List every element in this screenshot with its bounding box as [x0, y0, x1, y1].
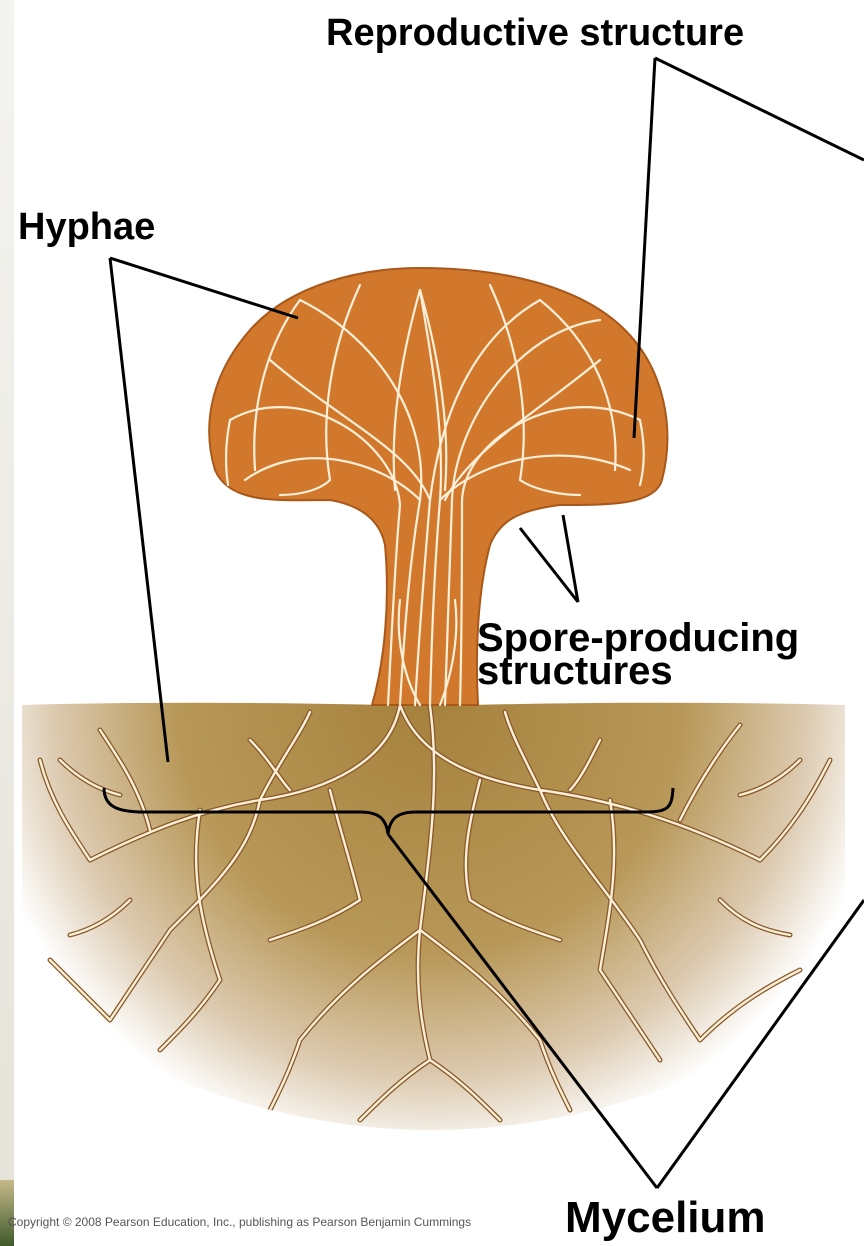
spore-producing-label-line2: structures — [477, 651, 673, 691]
reproductive-structure-label: Reproductive structure — [326, 14, 744, 52]
reproductive-leader-line-right — [655, 58, 864, 160]
mycelium-label: Mycelium — [565, 1196, 766, 1240]
hyphae-leader-line-soil — [110, 258, 168, 762]
copyright-notice: Copyright © 2008 Pearson Education, Inc.… — [8, 1215, 471, 1229]
spore-leader-line-right — [563, 515, 578, 602]
hyphae-label: Hyphae — [18, 208, 155, 246]
spore-leader-line-left — [520, 528, 578, 602]
hyphae-leader-line-cap — [110, 258, 298, 318]
